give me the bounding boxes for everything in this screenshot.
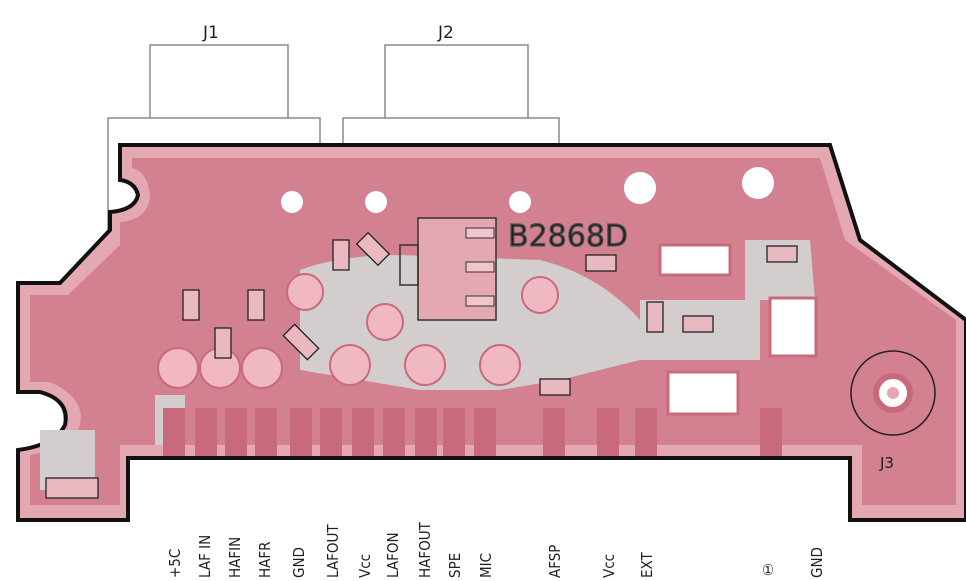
pin-labels: +5C LAF IN HAFIN HAFR GND LAFOUT Vcc LAF… <box>166 521 826 579</box>
smd-pads <box>658 243 818 416</box>
pin-label: MIC <box>477 553 495 578</box>
pin-label: AFSP <box>546 545 564 578</box>
pin-label: +5C <box>166 549 184 578</box>
pin-label: LAF IN <box>196 535 214 578</box>
round-pads <box>157 273 559 389</box>
pin-label: Vcc <box>356 554 374 578</box>
mount-holes <box>281 167 774 213</box>
label-j1: J1 <box>202 23 219 43</box>
pin-label: GND <box>808 547 826 578</box>
connector-j3 <box>850 350 936 436</box>
label-j3: J3 <box>879 454 894 472</box>
pin-label: EXT <box>638 551 656 578</box>
ic-outline <box>399 217 497 321</box>
pin-label: HAFOUT <box>416 521 434 578</box>
pin-label: Vcc <box>600 554 618 578</box>
pin-label: HAFR <box>256 541 274 578</box>
pin-label: GND <box>290 547 308 578</box>
label-j2: J2 <box>437 23 454 43</box>
pin-label: HAFIN <box>226 537 244 578</box>
pin-label: SPE <box>446 553 464 578</box>
pin-label: LAFOUT <box>324 524 342 578</box>
pin-label: ① <box>762 561 774 579</box>
edge-fingers <box>163 408 782 456</box>
pin-label: LAFON <box>384 532 402 578</box>
ic-marking: B2868D <box>508 219 628 254</box>
components <box>45 231 798 499</box>
